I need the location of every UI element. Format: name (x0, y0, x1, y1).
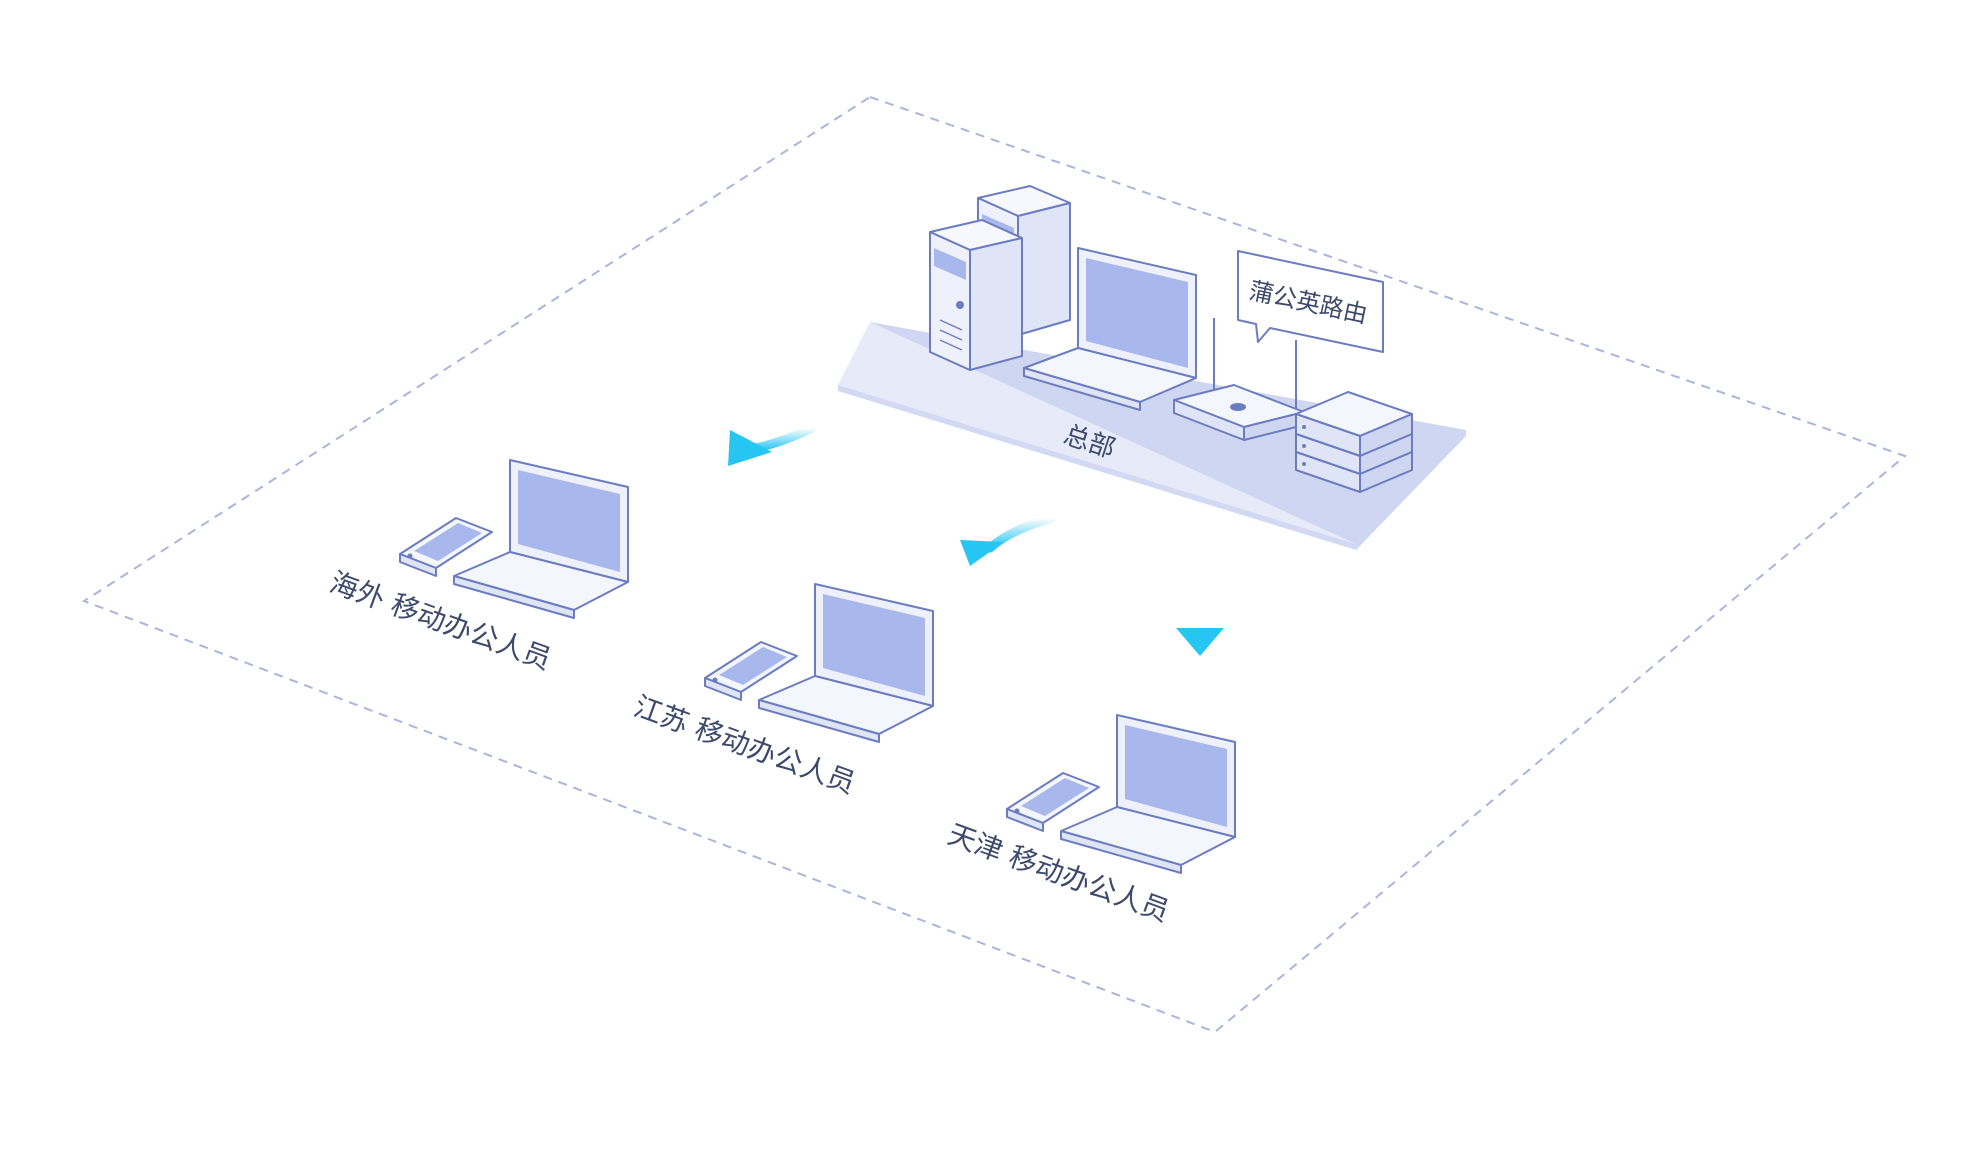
sites-layer (399, 459, 1236, 874)
hq-laptop-icon (1023, 247, 1197, 411)
site-devices-jiangsu (704, 583, 934, 743)
phone-icon (1006, 772, 1100, 832)
hq-platform (838, 322, 1466, 550)
arrow-to-overseas (728, 423, 817, 466)
router-callout: 蒲公英路由 (1237, 250, 1384, 353)
arrow-to-tianjin (1176, 571, 1224, 656)
arrow-to-jiangsu (960, 513, 1057, 566)
router-icon (1173, 318, 1305, 441)
laptop-icon (758, 583, 934, 743)
laptop-icon (1060, 714, 1236, 874)
laptop-icon (453, 459, 629, 619)
site-devices-tianjin (1006, 714, 1236, 874)
phone-icon (399, 517, 493, 577)
switch-stack-icon (1295, 391, 1413, 493)
server-tower-icon (929, 185, 1071, 371)
phone-icon (704, 641, 798, 701)
site-devices-overseas (399, 459, 629, 619)
